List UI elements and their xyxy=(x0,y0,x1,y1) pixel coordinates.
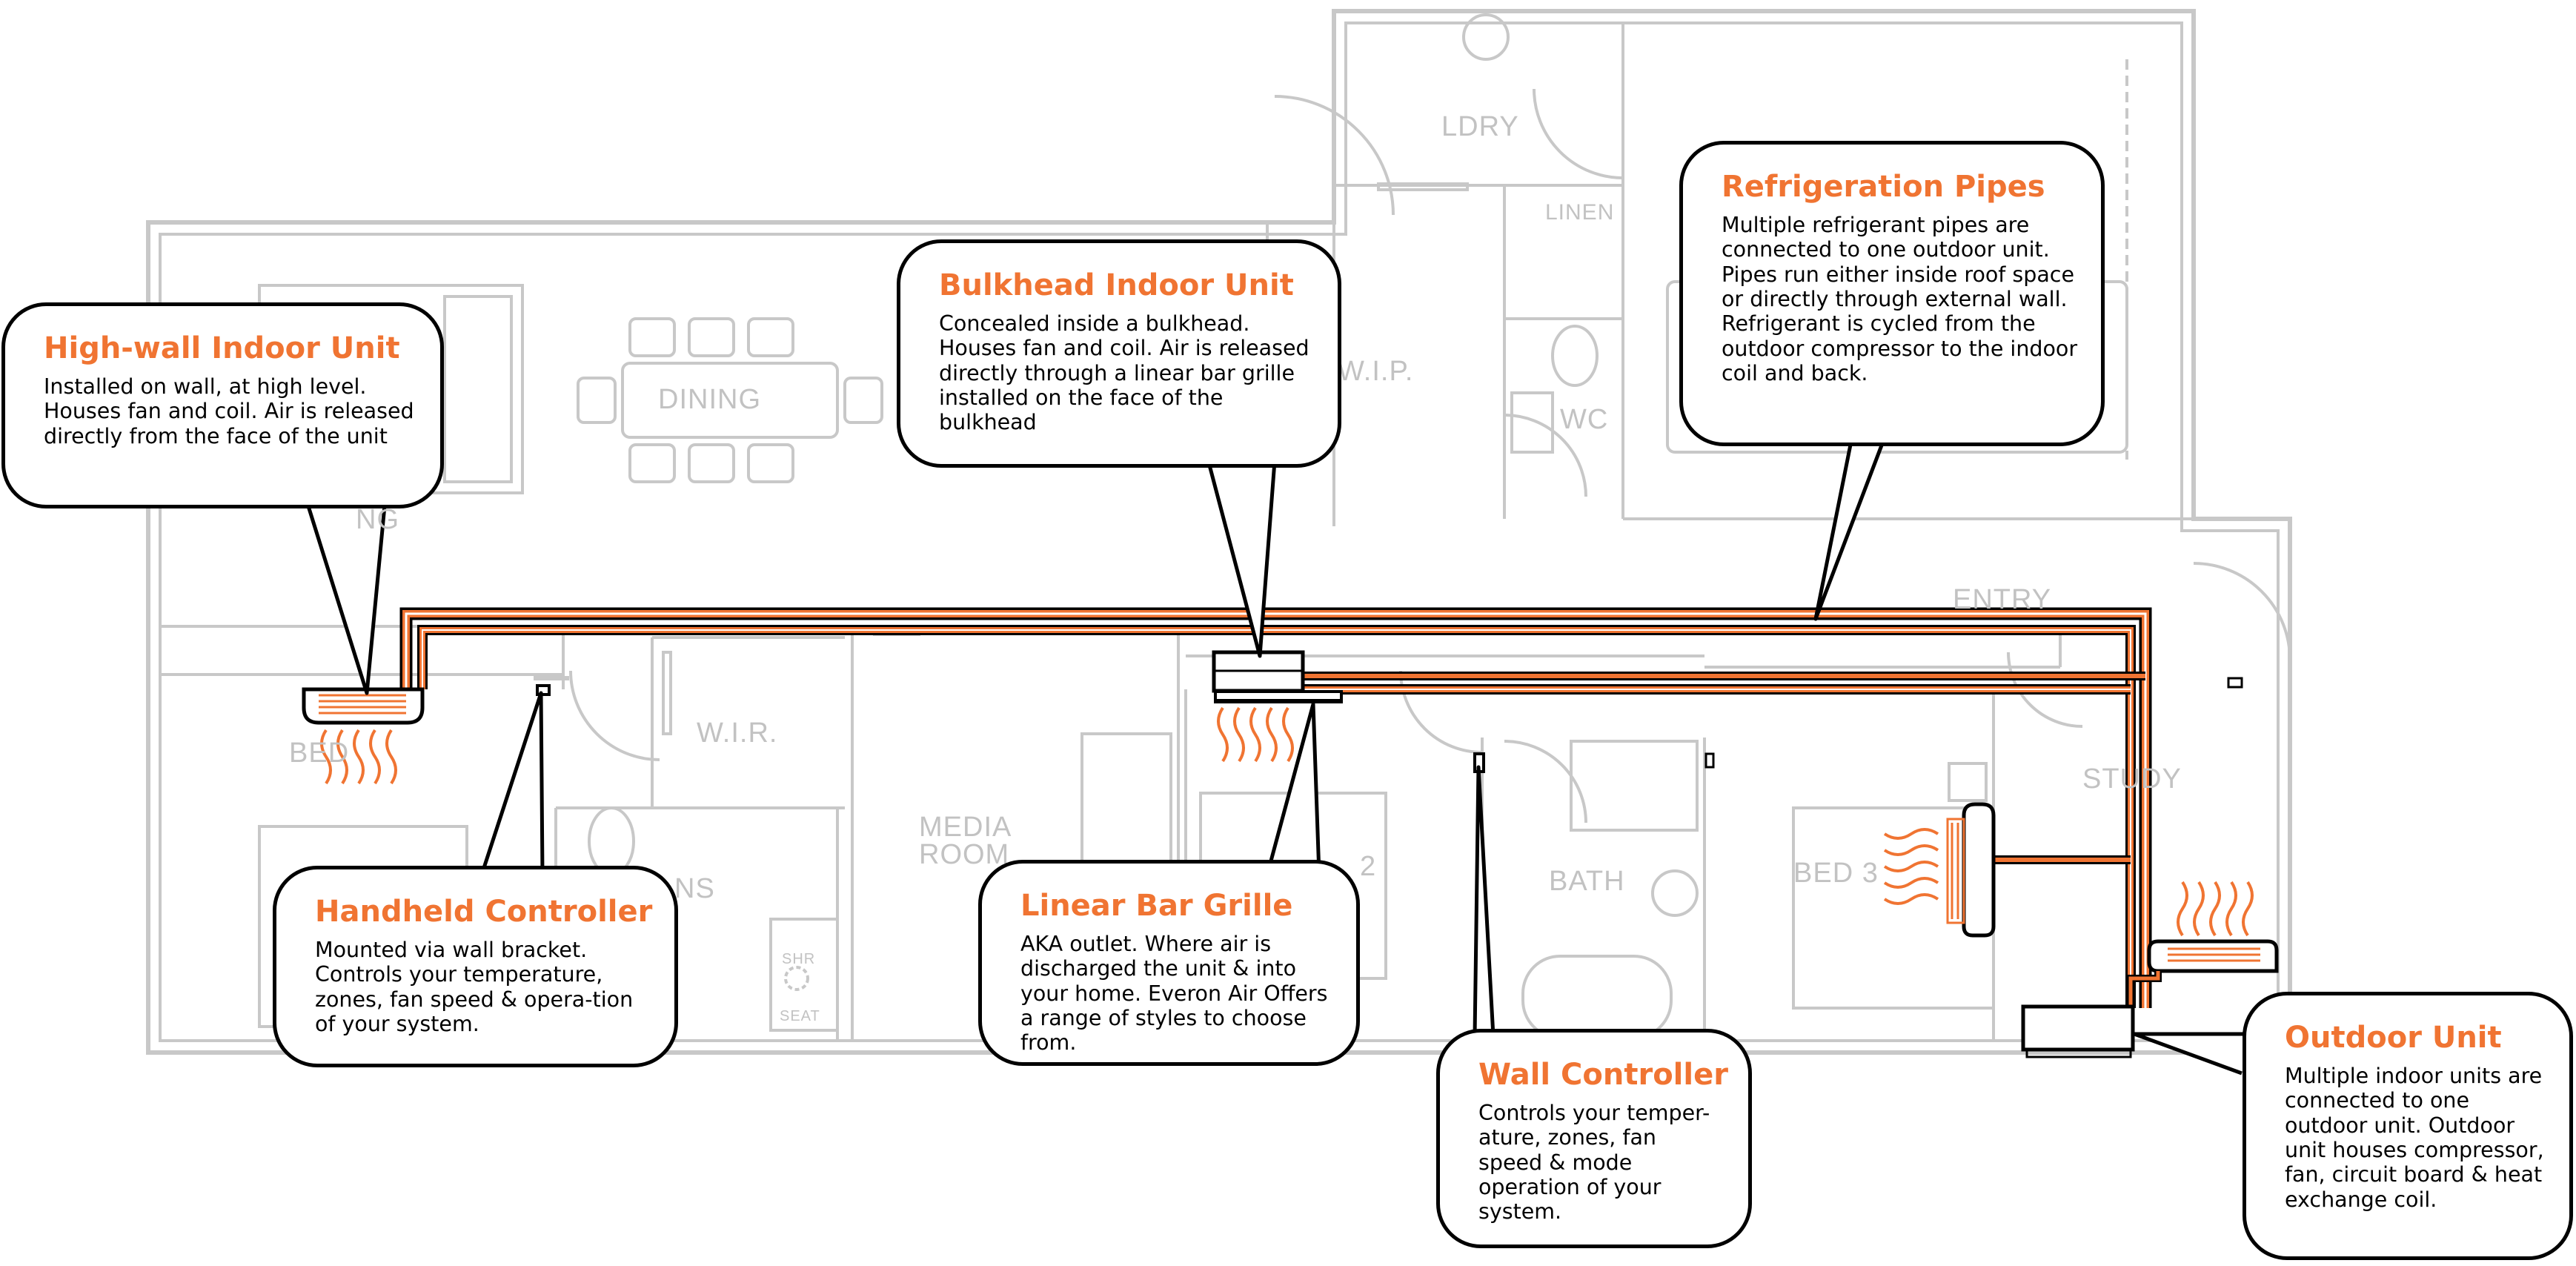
callout-title: Outdoor Unit xyxy=(2285,1021,2502,1055)
room-label-media-2: ROOM xyxy=(919,839,1010,870)
callout-body: Multiple refrigerant pipes are connected… xyxy=(1722,213,2078,386)
room-label-bed1: BED xyxy=(289,738,350,769)
callout-body: Multiple indoor units are connected to o… xyxy=(2285,1064,2544,1212)
callout-refrigeration-pipes: Refrigeration Pipes Multiple refrigerant… xyxy=(1679,141,2105,446)
bed3-indoor-unit xyxy=(1946,802,1996,938)
callout-handheld-controller: Handheld Controller Mounted via wall bra… xyxy=(273,866,678,1067)
callout-linear-bar-grille: Linear Bar Grille AKA outlet. Where air … xyxy=(978,860,1360,1066)
room-label-wir: W.I.R. xyxy=(697,717,778,749)
bulkhead-indoor-unit xyxy=(1212,650,1343,703)
callout-body: Concealed inside a bulkhead. Houses fan … xyxy=(939,311,1309,435)
room-label-wc: WC xyxy=(1560,404,1609,435)
room-label-linen: LINEN xyxy=(1545,200,1615,225)
callout-body: Controls your temper-ature, zones, fan s… xyxy=(1478,1101,1710,1224)
room-label-bed2: 2 xyxy=(1360,851,1377,882)
room-label-study: STUDY xyxy=(2082,763,2182,795)
room-label-entry: ENTRY xyxy=(1953,584,2052,615)
callout-title: Bulkhead Indoor Unit xyxy=(939,268,1294,302)
outdoor-unit-device xyxy=(2021,1004,2135,1058)
callout-body: Installed on wall, at high level. Houses… xyxy=(44,374,414,448)
room-label-wip: W.I.P. xyxy=(1338,356,1414,387)
highwall-indoor-unit xyxy=(302,687,425,725)
callout-title: High-wall Indoor Unit xyxy=(44,331,400,365)
callout-body: AKA outlet. Where air is discharged the … xyxy=(1020,932,1328,1055)
room-label-ensuite: NS xyxy=(674,873,715,904)
room-label-media-1: MEDIA xyxy=(919,812,1012,843)
room-label-shr: SHR xyxy=(782,951,816,967)
callout-title: Linear Bar Grille xyxy=(1020,889,1293,923)
callout-highwall-indoor-unit: High-wall Indoor Unit Installed on wall,… xyxy=(1,302,444,508)
bed3-airflow-icon xyxy=(1883,828,1939,905)
room-label-bath: BATH xyxy=(1549,866,1625,897)
callout-title: Refrigeration Pipes xyxy=(1722,170,2045,204)
callout-pointers xyxy=(303,433,2247,1076)
study-airflow-icon xyxy=(2177,881,2254,937)
room-label-seat: SEAT xyxy=(780,1008,820,1024)
callout-body: Mounted via wall bracket. Controls your … xyxy=(315,938,634,1037)
bulkhead-airflow-icon xyxy=(1217,706,1294,763)
room-label-dining: DINING xyxy=(658,384,761,415)
callout-title: Wall Controller xyxy=(1478,1058,1728,1092)
callout-bulkhead-indoor-unit: Bulkhead Indoor Unit Concealed inside a … xyxy=(897,239,1341,468)
callout-outdoor-unit: Outdoor Unit Multiple indoor units are c… xyxy=(2243,992,2573,1260)
callout-wall-controller: Wall Controller Controls your temper-atu… xyxy=(1436,1029,1752,1248)
callout-title: Handheld Controller xyxy=(315,895,653,929)
study-indoor-unit xyxy=(2127,939,2279,1008)
room-label-ldry: LDRY xyxy=(1441,111,1519,142)
refrigerant-pipes xyxy=(399,607,2152,1008)
room-label-bed3: BED 3 xyxy=(1793,858,1879,889)
room-label-living: NG xyxy=(356,504,399,535)
highwall-airflow-icon xyxy=(320,729,397,785)
